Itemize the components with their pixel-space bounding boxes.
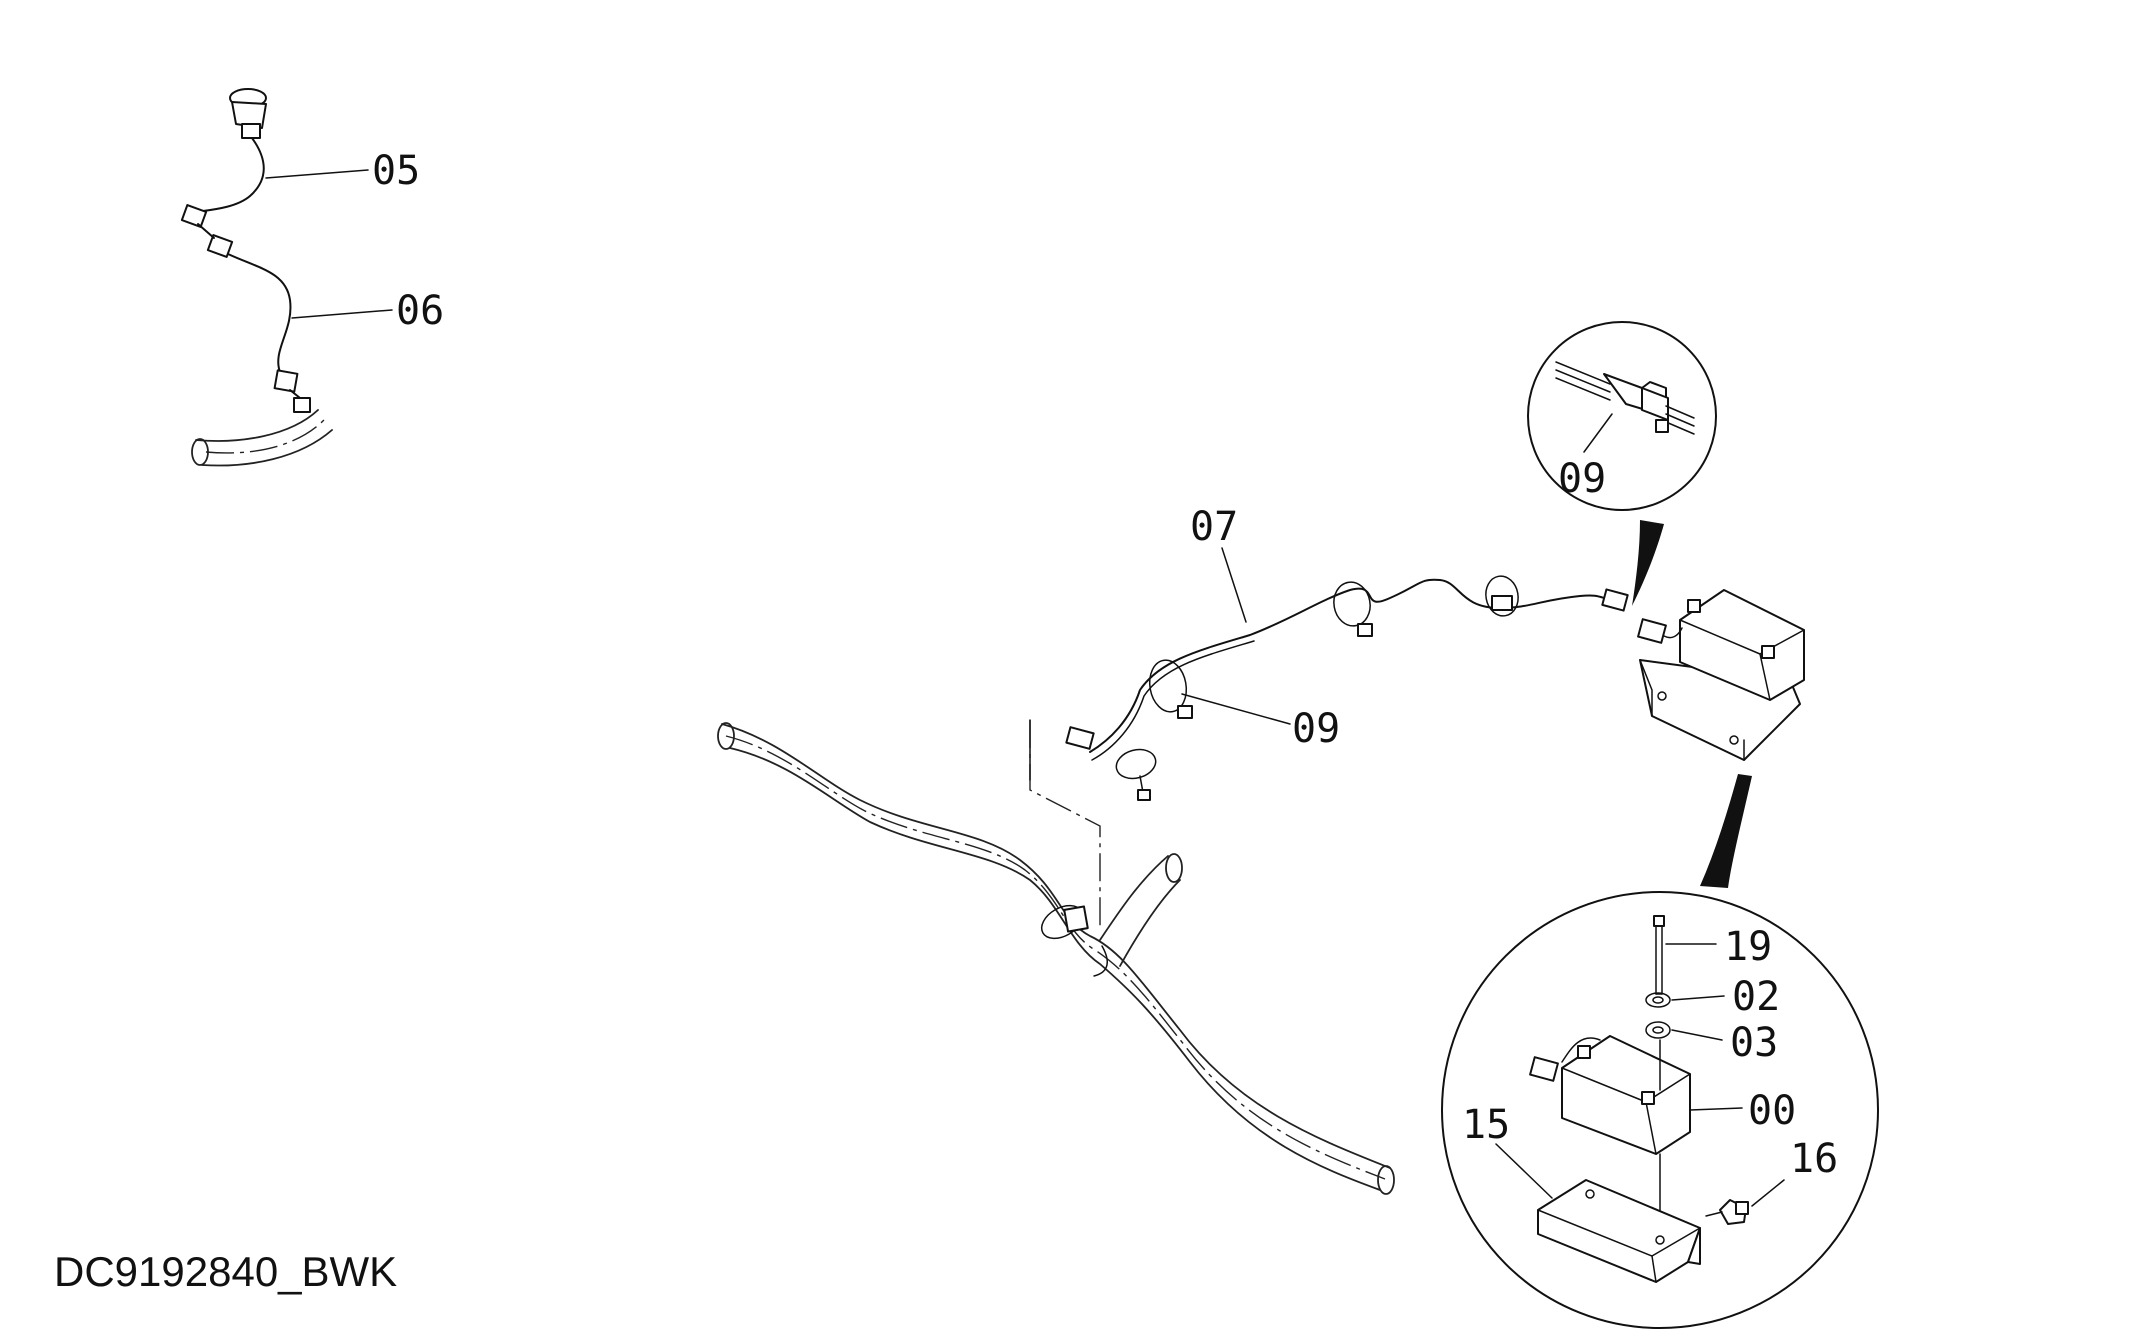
detail-pointer-lower (1700, 774, 1752, 888)
callout-02: 02 (1732, 974, 1780, 1020)
wire-07 (1089, 578, 1613, 753)
connector-pair-icon (180, 204, 234, 258)
leader-03 (1671, 1029, 1723, 1041)
detail-circle-exploded: 19 02 03 00 15 16 (1441, 891, 1879, 1329)
connector-07-left-icon (1065, 726, 1095, 750)
bracket-15-icon (1537, 1179, 1701, 1283)
leader-02 (1671, 995, 1725, 1001)
switch-connector-icon (229, 88, 267, 139)
callout-16: 16 (1790, 1136, 1838, 1182)
harness-07: 07 09 (1065, 504, 1629, 801)
callout-19: 19 (1724, 924, 1772, 970)
detail-pointer-upper (1632, 520, 1664, 606)
callout-06: 06 (396, 288, 444, 334)
leader-05 (265, 169, 369, 179)
cable-tie-loop-icon (1115, 748, 1157, 801)
leader-06 (291, 309, 393, 319)
callout-07: 07 (1190, 504, 1238, 550)
cable-tie-loop-icon (1148, 659, 1193, 719)
lock-washer-02-icon (1645, 992, 1671, 1008)
callout-15: 15 (1462, 1102, 1510, 1148)
wire-05 (195, 137, 265, 213)
leader-15 (1495, 1143, 1553, 1199)
cable-tie-loop-icon (1485, 575, 1519, 617)
callout-00: 00 (1748, 1088, 1796, 1134)
hose-connector-icon (1063, 905, 1089, 933)
wire-06 (227, 253, 292, 373)
detail-circle-connector: 09 (1527, 321, 1717, 511)
leader-16 (1751, 1179, 1785, 1207)
dash-dot-guide (1029, 719, 1101, 930)
controller-00-connector-icon (1529, 1056, 1559, 1082)
leader-00 (1689, 1107, 1743, 1111)
connector-lower-icon (273, 369, 311, 413)
bolt-19-icon (1653, 915, 1665, 995)
cable-tie-loop-icon (1333, 581, 1373, 637)
controller-00-icon (1529, 1035, 1691, 1155)
leader-09-detail (1583, 413, 1613, 453)
callout-09-detail: 09 (1558, 456, 1606, 502)
leader-09-harness (1181, 693, 1291, 725)
callout-03: 03 (1730, 1020, 1778, 1066)
leader-07 (1221, 547, 1247, 623)
controller-on-bracket (1637, 589, 1805, 761)
callout-09-harness: 09 (1292, 706, 1340, 752)
controller-connector-icon (1637, 618, 1683, 644)
flat-washer-03-icon (1645, 1021, 1671, 1039)
hose-segment-left (191, 409, 333, 467)
connector-detail-icon (1555, 361, 1695, 435)
harness-05-06-assembly: 05 06 (180, 88, 444, 467)
screw-16-icon (1705, 1199, 1749, 1225)
connector-07-right-icon (1601, 588, 1629, 612)
callout-05: 05 (372, 148, 420, 194)
drawing-id: DC9192840_BWK (54, 1248, 397, 1295)
main-hose-assembly (717, 722, 1395, 1195)
